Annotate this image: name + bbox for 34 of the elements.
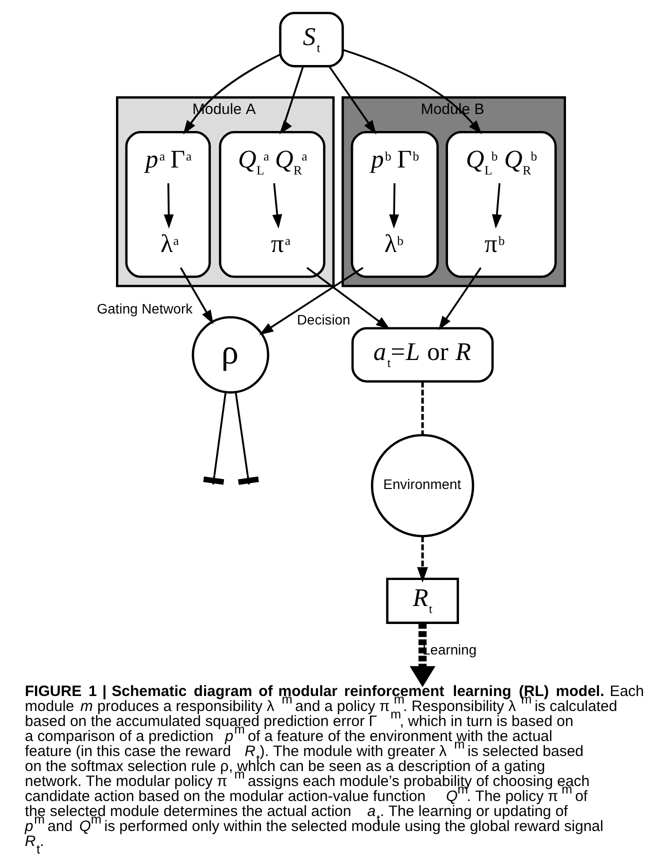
arrow [409,623,435,688]
arrow [179,267,213,324]
node-box: S$_{t}$ [278,12,344,68]
node-text: λ$^{a}$ [160,228,178,258]
connector [234,392,250,484]
arrow [306,267,390,330]
arrow [342,48,482,134]
arrow [328,66,376,134]
node-text: p$^{b}$ Γ$^{b}$ [370,144,419,174]
cluster [445,130,556,278]
arrow [272,183,282,229]
connector [420,382,424,435]
node-circle: ρ [191,316,269,394]
arrow [491,183,502,229]
arrow [182,54,280,134]
node-label: Decision [296,311,350,328]
arrow [258,266,363,336]
cluster [218,130,325,278]
connector [212,392,226,484]
arrow [163,183,174,229]
arrow [278,66,304,134]
node-text: π$^{b}$ [484,228,504,258]
node-text: p$^{a}$ Γ$^{a}$ [144,144,192,174]
node-text: π$^{a}$ [270,228,290,258]
node-circle: Environment [370,434,474,538]
node-box: a$_{t}$=L or R [350,327,494,383]
arrow [416,536,428,583]
node-label: Gating Network [96,300,192,316]
cluster [124,130,210,278]
cluster [350,130,438,278]
node-text: λ$^{b}$ [384,228,403,258]
arrow [438,267,482,330]
arrow [388,183,399,229]
node-box: R$_{t}$ [386,578,458,624]
